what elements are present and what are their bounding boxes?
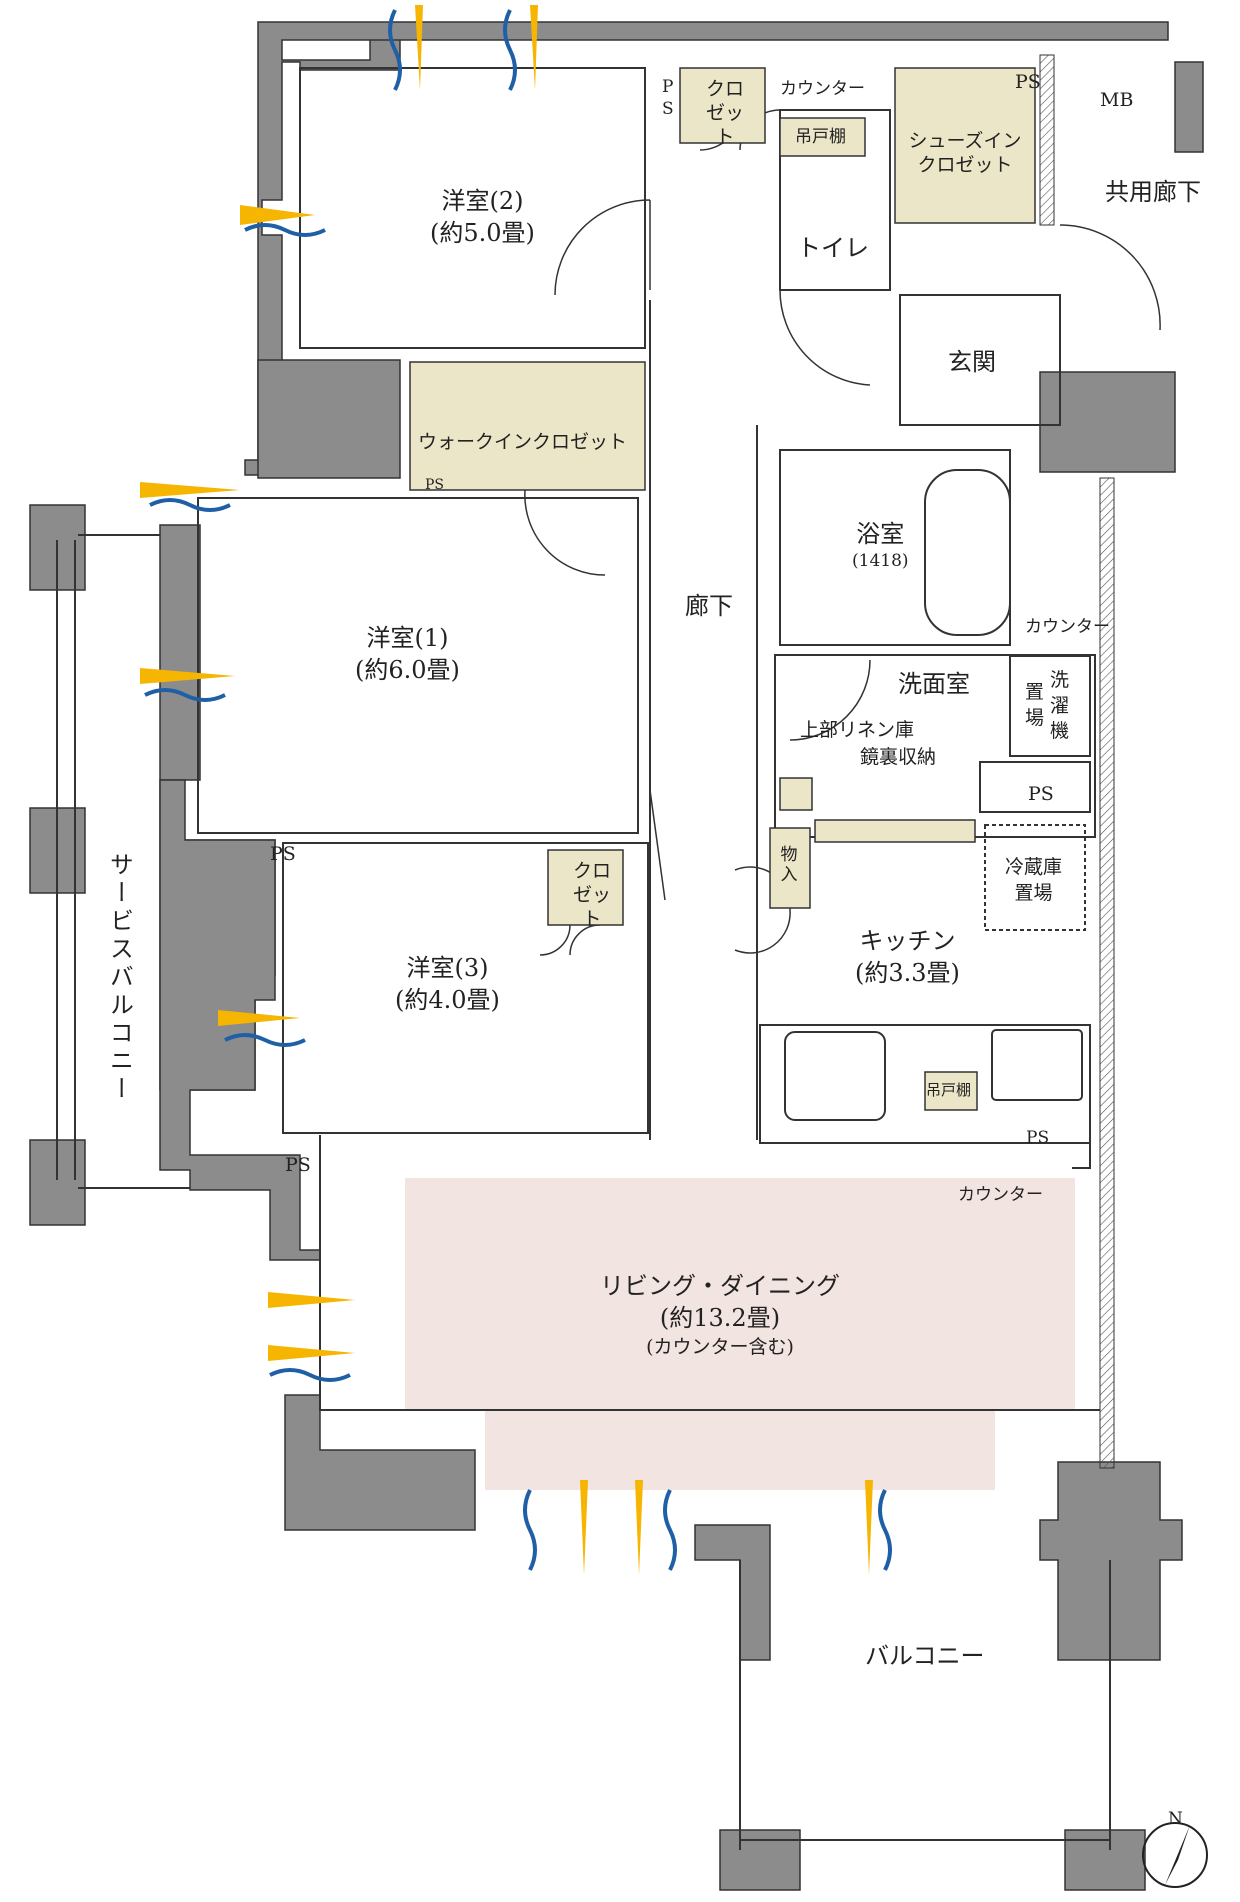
room-common-hall: 共用廊下 bbox=[1105, 178, 1201, 206]
ps-label-3: PS bbox=[1015, 71, 1041, 93]
closet-3-fill bbox=[547, 849, 624, 926]
walkin-label: ウォークインクロゼット bbox=[418, 431, 628, 453]
room-western3-name: 洋室(3) bbox=[406, 954, 489, 982]
mirror-label: 鏡裏収納 bbox=[860, 746, 937, 768]
linen-label: 上部リネン庫 bbox=[800, 719, 915, 741]
wall-ne-column bbox=[1174, 61, 1204, 153]
room-western3-size: (約4.0畳) bbox=[395, 986, 500, 1015]
washer-char-4: 置 bbox=[1025, 681, 1045, 703]
room-western2: 洋室(2) (約5.0畳) bbox=[430, 185, 535, 250]
toilet-shelf-fill bbox=[779, 117, 866, 157]
wall-east-hatch bbox=[1099, 477, 1115, 1469]
washer-col-2: 置 場 bbox=[1025, 680, 1044, 731]
room-kitchen-name: キッチン bbox=[859, 927, 956, 955]
room-western1: 洋室(1) (約6.0畳) bbox=[355, 622, 460, 687]
room-bath-name: 浴室 bbox=[856, 520, 905, 548]
wall-sw bbox=[284, 1394, 476, 1531]
room-living-name: リビング・ダイニング bbox=[600, 1272, 840, 1300]
closet-2-fill bbox=[679, 67, 766, 144]
room-kitchen: キッチン (約3.3畳) bbox=[855, 925, 960, 990]
ps-label-6: PS bbox=[425, 477, 445, 493]
room-living-note: (カウンター含む) bbox=[646, 1335, 794, 1358]
closet-3-label: クロゼット bbox=[572, 860, 611, 930]
washer-char-5: 場 bbox=[1025, 706, 1045, 729]
fridge-label-2: 置場 bbox=[1014, 881, 1053, 904]
partitions bbox=[56, 67, 1111, 1850]
storage-fills bbox=[409, 67, 1036, 1111]
closet-2-label: クロゼット bbox=[705, 78, 744, 148]
counter-label-2: カウンター bbox=[1025, 617, 1110, 637]
ps-label-v1: P bbox=[662, 77, 674, 97]
room-entrance: 玄関 bbox=[948, 348, 996, 376]
kitchen-shelf-fill bbox=[924, 1071, 978, 1111]
room-western2-size: (約5.0畳) bbox=[430, 219, 535, 248]
room-living-size: (約13.2畳) bbox=[659, 1304, 781, 1333]
north-compass bbox=[1142, 1822, 1208, 1888]
washer-col-1: 洗 濯 機 bbox=[1050, 668, 1069, 745]
room-western1-size: (約6.0畳) bbox=[355, 656, 460, 685]
washer-char-3: 機 bbox=[1050, 720, 1070, 743]
counter-label-3: カウンター bbox=[958, 1185, 1043, 1205]
shoes-label: シューズインクロゼット bbox=[908, 130, 1022, 176]
mb-label: MB bbox=[1100, 89, 1134, 111]
living-highlight bbox=[405, 1178, 1075, 1490]
fridge-label: 冷蔵庫 置場 bbox=[1005, 855, 1062, 906]
ps-label-1: PS bbox=[270, 843, 296, 865]
room-bath: 浴室 (1418) bbox=[852, 518, 909, 573]
room-hallway: 廊下 bbox=[685, 592, 733, 620]
counter-label-1: カウンター bbox=[780, 79, 865, 99]
room-bath-size: (1418) bbox=[852, 551, 909, 572]
room-kitchen-size: (約3.3畳) bbox=[855, 959, 960, 988]
fridge-label-1: 冷蔵庫 bbox=[1005, 856, 1063, 878]
monoire-fill bbox=[769, 827, 811, 909]
wall-entrance-column bbox=[1039, 371, 1176, 473]
linen-fill bbox=[779, 777, 813, 811]
ventilation-markers bbox=[140, 5, 892, 1575]
walkin-fill bbox=[409, 361, 646, 491]
wall-north-hatch bbox=[1039, 54, 1055, 226]
room-western1-name: 洋室(1) bbox=[366, 624, 449, 652]
wall-block-nw bbox=[257, 359, 401, 479]
hanging-kitchen-label: 吊戸棚 bbox=[926, 1081, 972, 1099]
north-label: N bbox=[1168, 1809, 1183, 1829]
room-toilet: トイレ bbox=[797, 234, 869, 262]
structural-walls bbox=[29, 21, 1204, 1891]
washer-char-2: 濯 bbox=[1050, 694, 1070, 717]
room-western2-name: 洋室(2) bbox=[441, 187, 524, 215]
room-balcony: バルコニー bbox=[865, 1642, 985, 1670]
shoes-closet-fill bbox=[894, 67, 1036, 224]
monoire-label: 物入 bbox=[780, 845, 798, 886]
mirror-fill bbox=[814, 819, 976, 843]
washer-char-1: 洗 bbox=[1050, 669, 1070, 691]
room-western3: 洋室(3) (約4.0畳) bbox=[395, 952, 500, 1017]
room-washroom: 洗面室 bbox=[898, 670, 970, 698]
ps-label-v2: S bbox=[662, 99, 674, 119]
ps-label-4: PS bbox=[1028, 783, 1054, 805]
room-living: リビング・ダイニング (約13.2畳) (カウンター含む) bbox=[600, 1270, 840, 1360]
hanging-toilet-label: 吊戸棚 bbox=[795, 127, 846, 147]
room-service-balcony: サービスバルコニー bbox=[105, 852, 134, 1104]
wall-south-mid bbox=[694, 1524, 771, 1661]
ps-label-2: PS bbox=[285, 1154, 311, 1176]
ps-label-5: PS bbox=[1026, 1128, 1050, 1148]
